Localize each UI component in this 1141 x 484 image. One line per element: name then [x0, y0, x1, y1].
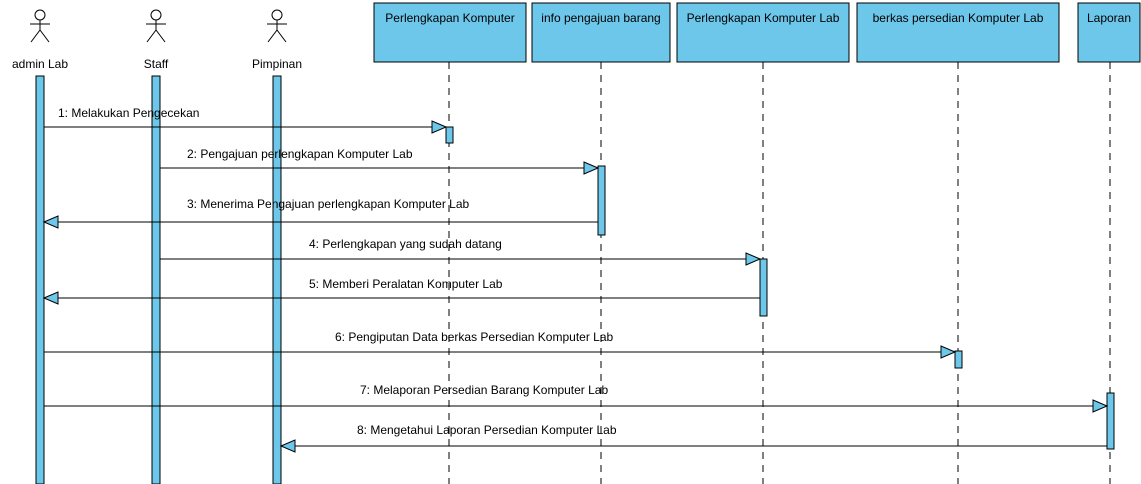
message-arrowhead [583, 161, 600, 175]
actor-activation-bar [151, 75, 161, 484]
message-8: 8: Mengetahui Laporan Persedian Komputer… [279, 423, 1107, 453]
message-arrowhead [745, 252, 762, 266]
message-arrowhead [42, 215, 59, 229]
activation-bar [954, 350, 963, 369]
actor-head [34, 9, 46, 21]
message-2: 2: Pengajuan perlengkapan Komputer Lab [160, 147, 600, 175]
message-label: 7: Melaporan Persedian Barang Komputer L… [360, 383, 608, 397]
actor-a2 [146, 9, 166, 43]
message-label: 3: Menerima Pengajuan perlengkapan Kompu… [187, 197, 470, 211]
message-label: 2: Pengajuan perlengkapan Komputer Lab [187, 147, 413, 161]
actor-leg-left [30, 29, 41, 43]
message-arrowhead [940, 345, 957, 359]
actor-a3 [267, 9, 287, 43]
object-box-o3 [676, 2, 850, 63]
object-label: Perlengkapan Komputer Lab [687, 11, 840, 25]
actor-label: Pimpinan [252, 57, 302, 71]
object-label: Perlengkapan Komputer [385, 11, 514, 25]
message-7: 7: Melaporan Persedian Barang Komputer L… [44, 383, 1109, 413]
actor-leg-left [267, 29, 278, 43]
message-label: 8: Mengetahui Laporan Persedian Komputer… [357, 423, 617, 437]
actor-activation-bar [272, 75, 282, 484]
actor-a1 [30, 9, 50, 43]
object-box-o1 [373, 2, 527, 63]
actor-activation-bar [35, 75, 45, 484]
message-arrowhead [279, 439, 296, 453]
actor-head [150, 9, 162, 21]
message-arrowhead [42, 291, 59, 305]
object-box-o2 [531, 2, 671, 63]
message-label: 5: Memberi Peralatan Komputer Lab [309, 277, 503, 291]
actor-head [271, 9, 283, 21]
message-4: 4: Perlengkapan yang sudah datang [160, 237, 762, 266]
message-label: 1: Melakukan Pengecekan [58, 106, 199, 120]
message-arrowhead [431, 120, 448, 134]
actor-leg-right [276, 29, 287, 43]
message-label: 4: Perlengkapan yang sudah datang [309, 237, 502, 251]
actor-leg-left [146, 29, 157, 43]
actor-leg-right [39, 29, 50, 43]
message-3: 3: Menerima Pengajuan perlengkapan Kompu… [42, 197, 598, 229]
object-label: berkas persedian Komputer Lab [873, 11, 1044, 25]
message-arrowhead [1092, 399, 1109, 413]
message-5: 5: Memberi Peralatan Komputer Lab [42, 277, 760, 305]
message-6: 6: Pengiputan Data berkas Persedian Komp… [44, 330, 957, 359]
activation-bar [1106, 392, 1115, 450]
actor-label: Staff [144, 57, 169, 71]
message-1: 1: Melakukan Pengecekan [44, 106, 448, 134]
activation-bar [759, 258, 768, 317]
object-box-o5 [1077, 2, 1141, 63]
activation-bar [445, 126, 454, 144]
actor-label: admin Lab [12, 57, 68, 71]
activation-bar [597, 165, 606, 236]
message-label: 6: Pengiputan Data berkas Persedian Komp… [335, 330, 614, 344]
actor-leg-right [155, 29, 166, 43]
object-label: Laporan [1087, 11, 1131, 25]
object-label: info pengajuan barang [541, 11, 660, 25]
